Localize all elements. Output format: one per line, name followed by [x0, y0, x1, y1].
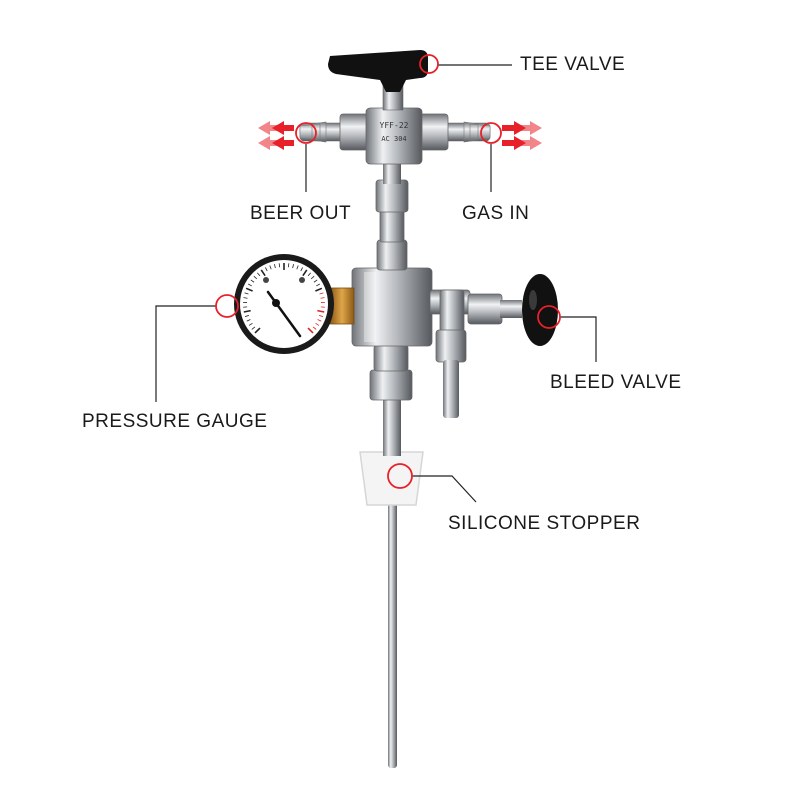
dip-tube: [388, 470, 397, 768]
upper-coupler: [380, 210, 404, 242]
bleed-lower-nut: [436, 330, 466, 362]
lower-ferrule: [374, 345, 408, 371]
beer-out-arrows-icon: [258, 121, 294, 150]
tee-right-nut: [420, 114, 448, 150]
label-beer-out: BEER OUT: [250, 203, 351, 225]
lower-tube: [383, 398, 401, 456]
upper-hex-nut-1: [377, 240, 407, 270]
upper-hex-nut-2: [376, 180, 408, 212]
leader-silicone-stopper: [412, 476, 476, 502]
bleed-connector: [468, 294, 502, 324]
pressure-gauge-dial: [240, 260, 328, 348]
bleed-stem: [500, 300, 522, 318]
bleed-valve-body: [440, 290, 464, 332]
valve-body-text-1: YFF-22: [380, 121, 409, 130]
label-gas-in: GAS IN: [462, 203, 529, 225]
valve-body-text-2: AC 304: [381, 135, 406, 143]
leader-bleed-valve: [560, 317, 596, 362]
label-silicone-stopper: SILICONE STOPPER: [448, 513, 640, 535]
silicone-stopper: [360, 452, 423, 505]
label-pressure-gauge: PRESSURE GAUGE: [82, 411, 267, 433]
label-bleed-valve: BLEED VALVE: [550, 372, 682, 394]
leader-pressure-gauge: [156, 306, 216, 402]
label-tee-valve: TEE VALVE: [520, 54, 625, 76]
gas-in-arrows-icon: [502, 121, 542, 150]
tee-left-nut: [340, 114, 368, 150]
tee-valve-handle-icon: [328, 50, 428, 92]
lower-hex-nut: [370, 370, 412, 400]
bleed-drain-tube: [443, 360, 459, 418]
